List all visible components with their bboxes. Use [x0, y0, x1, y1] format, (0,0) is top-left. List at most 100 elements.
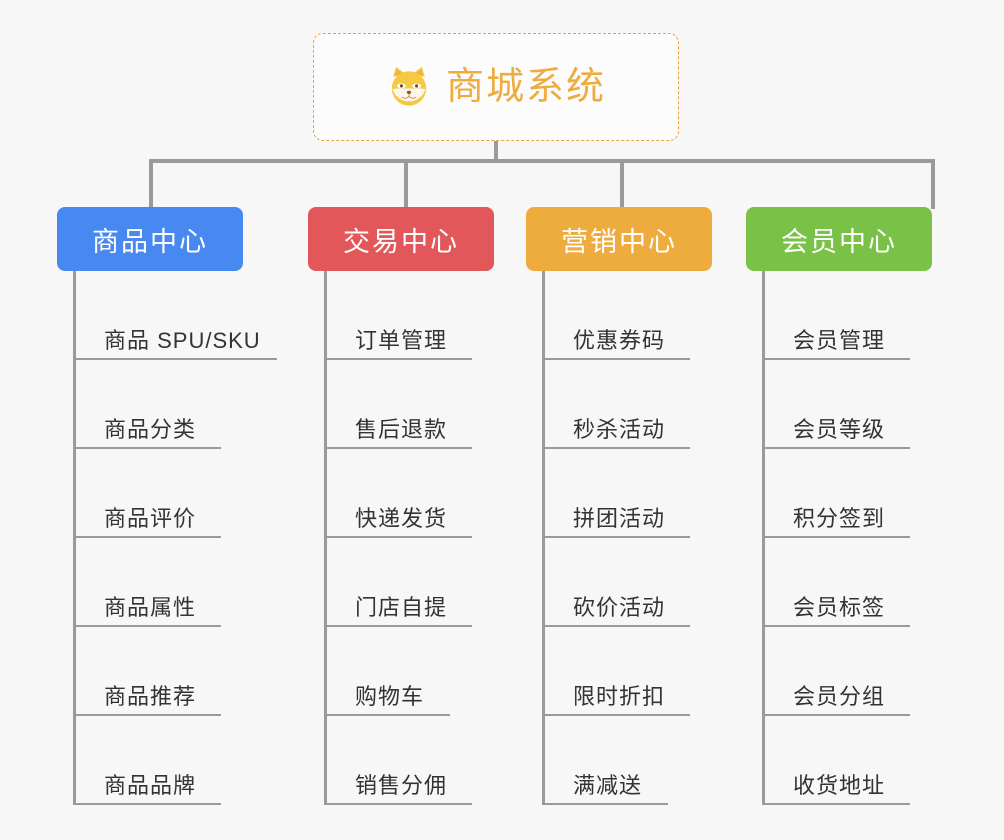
branch-column-3: 营销中心 优惠券码 秒杀活动 拼团活动 砍价活动 限时折扣	[526, 207, 712, 805]
leaf-item-label: 秒杀活动	[573, 416, 666, 442]
category-header-3[interactable]: 营销中心	[526, 207, 712, 271]
branch-column-4: 会员中心 会员管理 会员等级 积分签到 会员标签 会员分组	[746, 207, 932, 805]
leaf-item[interactable]: 商品分类	[57, 360, 243, 449]
leaf-underline	[762, 714, 910, 716]
connector-drop-2	[404, 159, 408, 209]
leaf-item-label: 限时折扣	[573, 683, 666, 709]
leaf-item-label: 会员标签	[793, 594, 886, 620]
connector-stem	[494, 141, 498, 162]
leaf-item[interactable]: 商品属性	[57, 538, 243, 627]
leaf-item-label: 购物车	[355, 683, 425, 709]
leaf-list-3: 优惠券码 秒杀活动 拼团活动 砍价活动 限时折扣 满减送	[526, 271, 712, 805]
leaf-item-label: 快递发货	[355, 505, 448, 531]
leaf-underline	[542, 358, 690, 360]
leaf-underline	[73, 536, 221, 538]
leaf-item-label: 会员等级	[793, 416, 886, 442]
category-header-2[interactable]: 交易中心	[308, 207, 494, 271]
root-title: 商城系统	[445, 66, 606, 108]
leaf-underline	[762, 536, 910, 538]
leaf-item-label: 积分签到	[793, 505, 886, 531]
leaf-underline	[324, 358, 472, 360]
leaf-item[interactable]: 限时折扣	[526, 627, 712, 716]
leaf-underline	[324, 803, 472, 805]
leaf-item[interactable]: 商品品牌	[57, 716, 243, 805]
leaf-item[interactable]: 商品评价	[57, 449, 243, 538]
leaf-item[interactable]: 门店自提	[308, 538, 494, 627]
leaf-item[interactable]: 积分签到	[746, 449, 932, 538]
leaf-item[interactable]: 订单管理	[308, 271, 494, 360]
branch-column-2: 交易中心 订单管理 售后退款 快递发货 门店自提 购物车	[308, 207, 494, 805]
leaf-underline	[324, 714, 450, 716]
leaf-item-label: 商品分类	[104, 416, 197, 442]
leaf-item[interactable]: 满减送	[526, 716, 712, 805]
leaf-item-label: 售后退款	[355, 416, 448, 442]
connector-horizontal-bar	[149, 159, 935, 163]
leaf-item[interactable]: 会员标签	[746, 538, 932, 627]
leaf-list-1: 商品 SPU/SKU 商品分类 商品评价 商品属性 商品推荐 商品品牌	[57, 271, 277, 805]
leaf-item[interactable]: 砍价活动	[526, 538, 712, 627]
category-header-label: 商品中心	[92, 226, 208, 257]
leaf-item-label: 优惠券码	[573, 327, 666, 353]
leaf-item-label: 满减送	[573, 772, 643, 798]
leaf-item-label: 商品 SPU/SKU	[104, 327, 261, 353]
category-header-label: 会员中心	[781, 226, 897, 257]
leaf-item[interactable]: 商品推荐	[57, 627, 243, 716]
leaf-underline	[324, 625, 472, 627]
leaf-item[interactable]: 收货地址	[746, 716, 932, 805]
leaf-item-label: 门店自提	[355, 594, 448, 620]
leaf-item[interactable]: 购物车	[308, 627, 494, 716]
leaf-item-label: 收货地址	[793, 772, 886, 798]
leaf-item-label: 会员分组	[793, 683, 886, 709]
leaf-item-label: 会员管理	[793, 327, 886, 353]
leaf-underline	[73, 625, 221, 627]
leaf-underline	[542, 803, 668, 805]
leaf-item[interactable]: 秒杀活动	[526, 360, 712, 449]
shiba-dog-icon	[386, 64, 432, 110]
leaf-underline	[762, 358, 910, 360]
category-header-label: 交易中心	[343, 226, 459, 257]
leaf-underline	[762, 803, 910, 805]
leaf-underline	[73, 447, 221, 449]
leaf-item[interactable]: 售后退款	[308, 360, 494, 449]
leaf-item-label: 商品推荐	[104, 683, 197, 709]
leaf-underline	[324, 536, 472, 538]
leaf-item[interactable]: 拼团活动	[526, 449, 712, 538]
connector-drop-3	[620, 159, 624, 209]
leaf-spine	[73, 271, 76, 805]
leaf-underline	[762, 447, 910, 449]
connector-drop-1	[149, 159, 153, 209]
leaf-list-4: 会员管理 会员等级 积分签到 会员标签 会员分组 收货地址	[746, 271, 932, 805]
leaf-underline	[73, 803, 221, 805]
leaf-item[interactable]: 会员分组	[746, 627, 932, 716]
leaf-spine	[542, 271, 545, 805]
leaf-underline	[542, 625, 690, 627]
leaf-list-2: 订单管理 售后退款 快递发货 门店自提 购物车 销售分佣	[308, 271, 494, 805]
leaf-underline	[324, 447, 472, 449]
leaf-item-label: 拼团活动	[573, 505, 666, 531]
leaf-spine	[324, 271, 327, 805]
category-header-4[interactable]: 会员中心	[746, 207, 932, 271]
root-node[interactable]: 商城系统	[313, 33, 679, 141]
leaf-item-label: 砍价活动	[573, 594, 666, 620]
leaf-spine	[762, 271, 765, 805]
leaf-item-label: 商品属性	[104, 594, 197, 620]
leaf-underline	[542, 714, 690, 716]
leaf-item[interactable]: 快递发货	[308, 449, 494, 538]
category-header-label: 营销中心	[561, 226, 677, 257]
leaf-item[interactable]: 销售分佣	[308, 716, 494, 805]
leaf-item-label: 商品品牌	[104, 772, 197, 798]
leaf-item[interactable]: 优惠券码	[526, 271, 712, 360]
leaf-item-label: 商品评价	[104, 505, 197, 531]
leaf-item-label: 订单管理	[355, 327, 448, 353]
leaf-item[interactable]: 商品 SPU/SKU	[57, 271, 277, 360]
leaf-item-label: 销售分佣	[355, 772, 448, 798]
branch-column-1: 商品中心 商品 SPU/SKU 商品分类 商品评价 商品属性 商品推荐	[57, 207, 277, 805]
leaf-item[interactable]: 会员管理	[746, 271, 932, 360]
leaf-underline	[762, 625, 910, 627]
leaf-underline	[542, 447, 690, 449]
category-header-1[interactable]: 商品中心	[57, 207, 243, 271]
leaf-underline	[542, 536, 690, 538]
leaf-item[interactable]: 会员等级	[746, 360, 932, 449]
connector-drop-4	[931, 159, 935, 209]
